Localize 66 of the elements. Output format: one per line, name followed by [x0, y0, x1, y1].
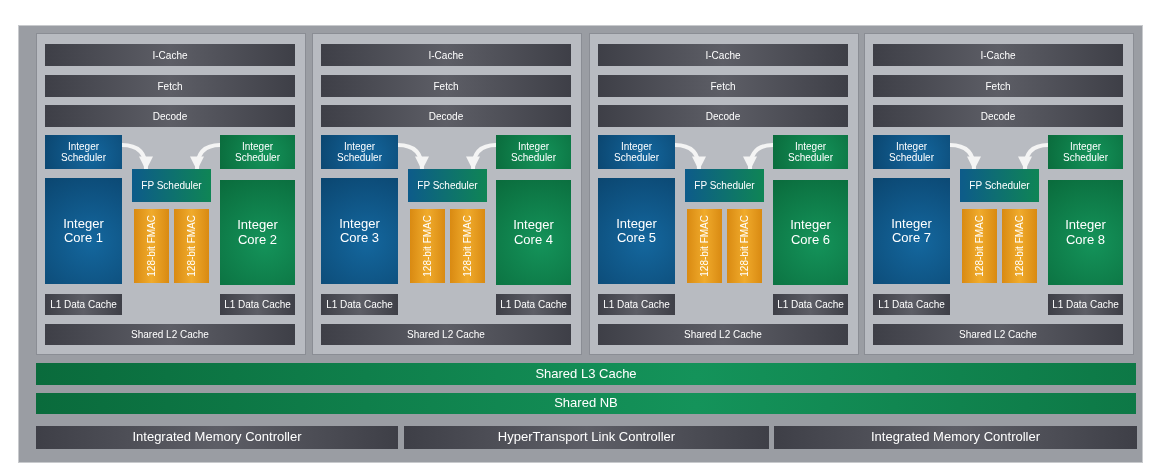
decode-bar: Decode	[598, 105, 848, 127]
cache-bar: I-Cache	[45, 44, 295, 66]
core-box: Integer Core 2	[220, 180, 295, 285]
core-box: Integer Core 8	[1048, 180, 1123, 285]
cache-bar: I-Cache	[321, 44, 571, 66]
fetch-bar: Fetch	[321, 75, 571, 97]
cache-bar: L1 Data Cache	[1048, 294, 1123, 315]
core-box: Integer Core 3	[321, 178, 398, 284]
scheduler-box: Integer Scheduler	[1048, 135, 1123, 169]
fmac-unit: 128-bit FMAC	[410, 209, 445, 283]
cache-bar: Shared L2 Cache	[321, 324, 571, 345]
cache-bar: I-Cache	[598, 44, 848, 66]
scheduler-box: Integer Scheduler	[496, 135, 571, 169]
scheduler-box: FP Scheduler	[960, 169, 1039, 202]
scheduler-box: Integer Scheduler	[45, 135, 122, 169]
module-panel	[864, 33, 1134, 355]
scheduler-box: FP Scheduler	[408, 169, 487, 202]
fmac-unit: 128-bit FMAC	[962, 209, 997, 283]
core-box: Integer Core 6	[773, 180, 848, 285]
cache-bar: L1 Data Cache	[496, 294, 571, 315]
controller-bar: Integrated Memory Controller	[774, 426, 1137, 449]
scheduler-box: Integer Scheduler	[598, 135, 675, 169]
bus-bar: Shared NB	[36, 393, 1136, 414]
cache-bar: L1 Data Cache	[598, 294, 675, 315]
scheduler-box: Integer Scheduler	[873, 135, 950, 169]
arrow	[674, 143, 706, 171]
cache-bar: L1 Data Cache	[321, 294, 398, 315]
fmac-unit: 128-bit FMAC	[1002, 209, 1037, 283]
arrow	[121, 143, 153, 171]
fmac-unit: 128-bit FMAC	[134, 209, 169, 283]
scheduler-box: FP Scheduler	[132, 169, 211, 202]
cache-bar: L1 Data Cache	[220, 294, 295, 315]
fmac-unit: 128-bit FMAC	[727, 209, 762, 283]
fetch-bar: Fetch	[45, 75, 295, 97]
fmac-unit: 128-bit FMAC	[687, 209, 722, 283]
module-panel	[312, 33, 582, 355]
cache-bar: L1 Data Cache	[873, 294, 950, 315]
decode-bar: Decode	[873, 105, 1123, 127]
cache-bar: L1 Data Cache	[773, 294, 848, 315]
cache-bar: I-Cache	[873, 44, 1123, 66]
cache-bar: Shared L2 Cache	[598, 324, 848, 345]
decode-bar: Decode	[321, 105, 571, 127]
controller-bar: HyperTransport Link Controller	[404, 426, 769, 449]
cache-bar: L1 Data Cache	[45, 294, 122, 315]
core-box: Integer Core 1	[45, 178, 122, 284]
core-box: Integer Core 5	[598, 178, 675, 284]
controller-bar: Integrated Memory Controller	[36, 426, 398, 449]
scheduler-box: Integer Scheduler	[220, 135, 295, 169]
chip-panel	[18, 25, 1143, 463]
module-panel	[589, 33, 859, 355]
core-box: Integer Core 7	[873, 178, 950, 284]
fmac-unit: 128-bit FMAC	[450, 209, 485, 283]
cache-bar: Shared L2 Cache	[45, 324, 295, 345]
arrow	[949, 143, 981, 171]
fetch-bar: Fetch	[598, 75, 848, 97]
scheduler-box: Integer Scheduler	[321, 135, 398, 169]
cache-bar: Shared L2 Cache	[873, 324, 1123, 345]
scheduler-box: Integer Scheduler	[773, 135, 848, 169]
module-panel	[36, 33, 306, 355]
scheduler-box: FP Scheduler	[685, 169, 764, 202]
fmac-unit: 128-bit FMAC	[174, 209, 209, 283]
cache-bar: Shared L3 Cache	[36, 363, 1136, 385]
arrow	[397, 143, 429, 171]
decode-bar: Decode	[45, 105, 295, 127]
fetch-bar: Fetch	[873, 75, 1123, 97]
core-box: Integer Core 4	[496, 180, 571, 285]
